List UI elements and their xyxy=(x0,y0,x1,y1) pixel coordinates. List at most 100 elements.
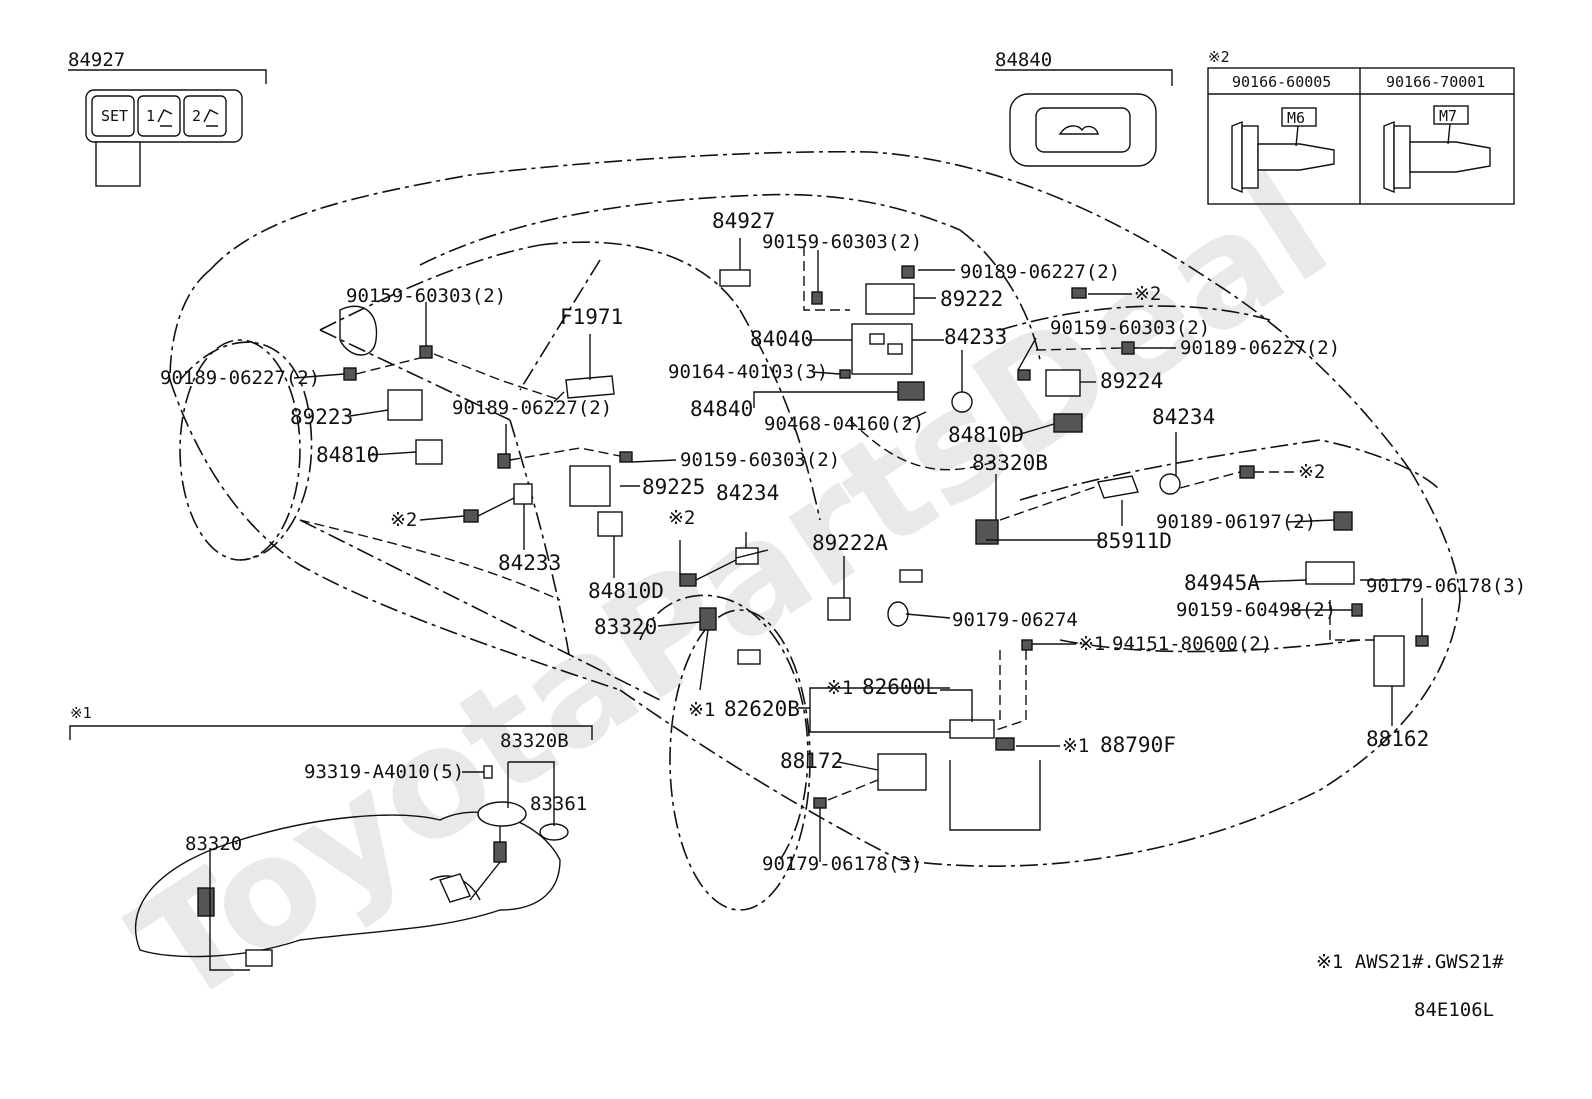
callout-84810D-a: 84810D xyxy=(948,423,1024,447)
part-89225-drawing xyxy=(569,465,611,507)
callout-84810: 84810 xyxy=(316,443,379,467)
callout-mark2-c: ※2 xyxy=(668,507,695,529)
part-82600L-drawing xyxy=(949,719,995,739)
fuel-tank xyxy=(134,811,561,958)
callout-90159-60303-a: 90159-60303(2) xyxy=(762,231,922,253)
callout-90164-40103: 90164-40103(3) xyxy=(668,361,828,383)
part-89222A-drawing xyxy=(827,597,851,621)
bolt-m7-drawing: M7 xyxy=(1383,105,1491,194)
callout-84234-a: 84234 xyxy=(1152,405,1215,429)
callout-mark1-c: ※1 xyxy=(688,699,715,721)
part-84040-drawing xyxy=(851,323,913,375)
car-trunk-icon xyxy=(1058,125,1099,135)
part-84810D-b-drawing xyxy=(597,511,623,537)
callout-89225: 89225 xyxy=(642,475,705,499)
part-84234-a-drawing xyxy=(1159,473,1181,495)
callout-mark1-d: ※1 xyxy=(1062,735,1089,757)
callout-mark1-a: ※1 xyxy=(1078,633,1105,655)
callout-89222A: 89222A xyxy=(812,531,888,555)
callout-89223: 89223 xyxy=(290,405,353,429)
callout-89224: 89224 xyxy=(1100,369,1163,393)
fuel-gauge-flange xyxy=(477,801,527,827)
part-90179-06274-drawing xyxy=(887,601,909,627)
callout-84234-b: 84234 xyxy=(716,481,779,505)
seat-icon xyxy=(157,109,173,127)
part-84233-a-drawing xyxy=(951,391,973,413)
callout-90159-60303-d: 90159-60303(2) xyxy=(680,449,840,471)
diagram-code: 84E106L xyxy=(1414,999,1494,1021)
footnote: ※1 AWS21#.GWS21# xyxy=(1316,951,1504,973)
callout-84040: 84040 xyxy=(750,327,813,351)
inset-84927: 84927 SET 1 2 xyxy=(68,49,267,187)
inset-note1: ※1 93319-A4010(5) 83320B 83361 83320 xyxy=(69,704,593,971)
callout-85911D: 85911D xyxy=(1096,529,1172,553)
callout-90189-06227-c: 90189-06227(2) xyxy=(160,367,320,389)
part-88162-drawing xyxy=(1373,635,1405,687)
car-parts xyxy=(339,265,1429,831)
callout-90179-06178-a: 90179-06178(3) xyxy=(1366,575,1526,597)
memory-seat-switch: SET 1 2 xyxy=(85,89,243,187)
bolt-m6-part-number: 90166-60005 xyxy=(1232,73,1331,91)
callout-90189-06227-b: 90189-06227(2) xyxy=(1180,337,1340,359)
key2-label: 2 xyxy=(192,107,201,125)
callout-84840: 84840 xyxy=(690,397,753,421)
callout-90159-60303-b: 90159-60303(2) xyxy=(1050,317,1210,339)
callout-88172: 88172 xyxy=(780,749,843,773)
inset-84927-label: 84927 xyxy=(68,49,125,71)
key1-label: 1 xyxy=(146,107,155,125)
callout-labels: 84927 90159-60303(2) 90189-06227(2) 8922… xyxy=(160,209,1526,875)
part-85911D-drawing xyxy=(1097,475,1139,499)
part-84945A-drawing xyxy=(1305,561,1355,585)
callout-mark1-b: ※1 xyxy=(826,677,853,699)
callout-mark2-d: ※2 xyxy=(1298,461,1325,483)
part-88172-drawing xyxy=(877,753,927,791)
car-outline xyxy=(169,150,1461,911)
callout-84945A: 84945A xyxy=(1184,571,1260,595)
mirror-outline xyxy=(339,305,378,356)
bolt-m6-drawing: M6 xyxy=(1231,107,1335,194)
callout-82620B: 82620B xyxy=(724,697,800,721)
bolt-m7-size: M7 xyxy=(1439,107,1457,125)
note2-mark: ※2 xyxy=(1208,48,1230,66)
fuel-meter xyxy=(197,887,215,917)
callout-90159-60498: 90159-60498(2) xyxy=(1176,599,1336,621)
callout-mark2-a: ※2 xyxy=(1134,283,1161,305)
part-84810-drawing xyxy=(415,439,443,465)
callout-89222: 89222 xyxy=(940,287,1003,311)
callout-84810D-b: 84810D xyxy=(588,579,664,603)
leader-lines xyxy=(293,238,1423,862)
part-83320B-drawing xyxy=(975,519,999,545)
callout-90179-06178-b: 90179-06178(3) xyxy=(762,853,922,875)
callout-90189-06227-a: 90189-06227(2) xyxy=(960,261,1120,283)
callout-90189-06227-d: 90189-06227(2) xyxy=(452,397,612,419)
part-84234-b-drawing xyxy=(735,547,759,565)
part-F1971-drawing xyxy=(565,375,615,399)
gauge-label: 83320B xyxy=(500,730,569,752)
gasket-label: 83361 xyxy=(530,793,587,815)
callout-84233-b: 84233 xyxy=(498,551,561,575)
part-84810D-a-drawing xyxy=(1053,413,1083,433)
callout-88162: 88162 xyxy=(1366,727,1429,751)
part-89223-drawing xyxy=(387,389,423,421)
callout-90159-60303-c: 90159-60303(2) xyxy=(346,285,506,307)
part-84840-drawing xyxy=(897,381,925,401)
bolt-m7-part-number: 90166-70001 xyxy=(1386,73,1485,91)
callout-90179-06274: 90179-06274 xyxy=(952,609,1078,631)
bolt-label: 93319-A4010(5) xyxy=(304,761,464,783)
inset-note2: ※2 90166-60005 90166-70001 M6 M7 xyxy=(1207,48,1515,205)
callout-82600L: 82600L xyxy=(862,675,938,699)
part-89222-drawing xyxy=(865,283,915,315)
set-key-label: SET xyxy=(101,107,128,125)
callout-83320: 83320 xyxy=(594,615,657,639)
callout-84927: 84927 xyxy=(712,209,775,233)
bolt-m6-size: M6 xyxy=(1287,109,1305,127)
part-83320-drawing xyxy=(699,607,717,631)
callout-94151-80600: 94151-80600(2) xyxy=(1112,633,1272,655)
part-89224-drawing xyxy=(1045,369,1081,397)
callout-F1971: F1971 xyxy=(560,305,623,329)
callout-90189-06197: 90189-06197(2) xyxy=(1156,511,1316,533)
meter-label: 83320 xyxy=(185,833,242,855)
inset-84840: 84840 xyxy=(995,49,1173,167)
callout-84233-a: 84233 xyxy=(944,325,1007,349)
